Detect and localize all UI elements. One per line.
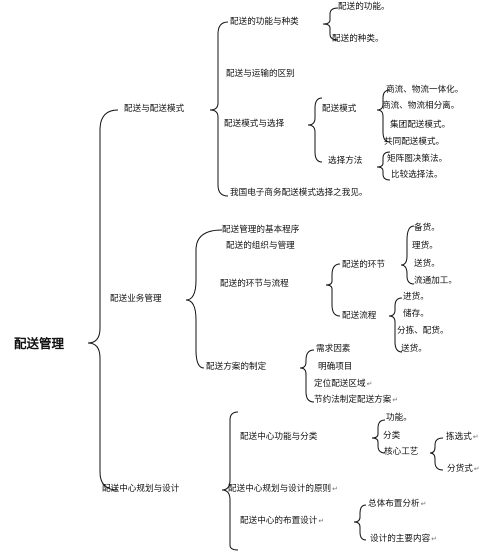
leaf-stock: 备货。 [414,223,440,233]
root-node: 配送管理 [14,336,65,351]
node-center-function: 配送中心功能与分类 [240,432,318,442]
leaf-picking: 分拣、配货。 [397,326,449,336]
leaf-demand: 需求因素 [316,344,351,354]
node-function-type: 配送的功能与种类 [230,17,299,27]
leaf-main-content: 设计的主要内容 [370,534,437,545]
node-planning-principle: 配送中心规划与设计的原则 [228,484,338,495]
leaf-receiving: 进货。 [403,292,429,302]
leaf-processing: 流通加工。 [414,276,457,286]
leaf-distribution-type: 分货式 [447,464,480,475]
node-organization: 配送的组织与管理 [226,241,295,251]
leaf-function-2: 功能。 [386,413,412,423]
section-center-planning: 配送中心规划与设计 [102,484,180,494]
node-links: 配送的环节 [342,260,385,270]
leaf-type: 配送的种类。 [332,34,384,44]
leaf-sorting: 理货。 [412,241,438,251]
leaf-overall-layout: 总体布置分析 [368,499,426,510]
leaf-mode-4: 共同配送模式。 [384,137,445,147]
leaf-mode-1: 商流、物流一体化。 [386,85,464,95]
node-vs-transport: 配送与运输的区别 [226,69,295,79]
node-plan-making: 配送方案的制定 [206,362,267,372]
node-process: 配送流程 [342,311,377,321]
leaf-storage: 储存。 [403,309,429,319]
node-layout-design: 配送中心的布置设计 [240,516,324,527]
section-distribution-mode: 配送与配送模式 [124,104,185,114]
leaf-mode-2: 商流、物流相分离。 [382,101,460,111]
node-links-process: 配送的环节与流程 [220,279,289,289]
node-mode: 配送模式 [322,104,357,114]
node-basic-procedure: 配送管理的基本程序 [222,225,300,235]
leaf-delivery-2: 送货。 [401,344,427,354]
leaf-picking-type: 拣选式 [446,432,479,443]
leaf-delivery: 送货。 [414,259,440,269]
leaf-savings-plan: 节约法制定配送方案 [314,395,398,406]
leaf-comparison-method: 比较选择法。 [391,170,443,180]
leaf-region: 定位配送区域 [314,379,372,390]
leaf-items: 明确项目 [318,362,353,372]
leaf-classification: 分类 [383,431,401,441]
section-business-management: 配送业务管理 [110,294,162,304]
leaf-function: 配送的功能。 [338,2,390,12]
node-selection-method: 选择方法 [328,156,363,166]
node-core-process: 核心工艺 [384,447,419,457]
leaf-mode-3: 集团配送模式。 [390,120,451,130]
node-mode-selection: 配送模式与选择 [224,119,285,129]
node-ecommerce-view: 我国电子商务配送模式选择之我见。 [230,188,368,198]
leaf-matrix-method: 矩阵图决策法。 [387,154,448,164]
